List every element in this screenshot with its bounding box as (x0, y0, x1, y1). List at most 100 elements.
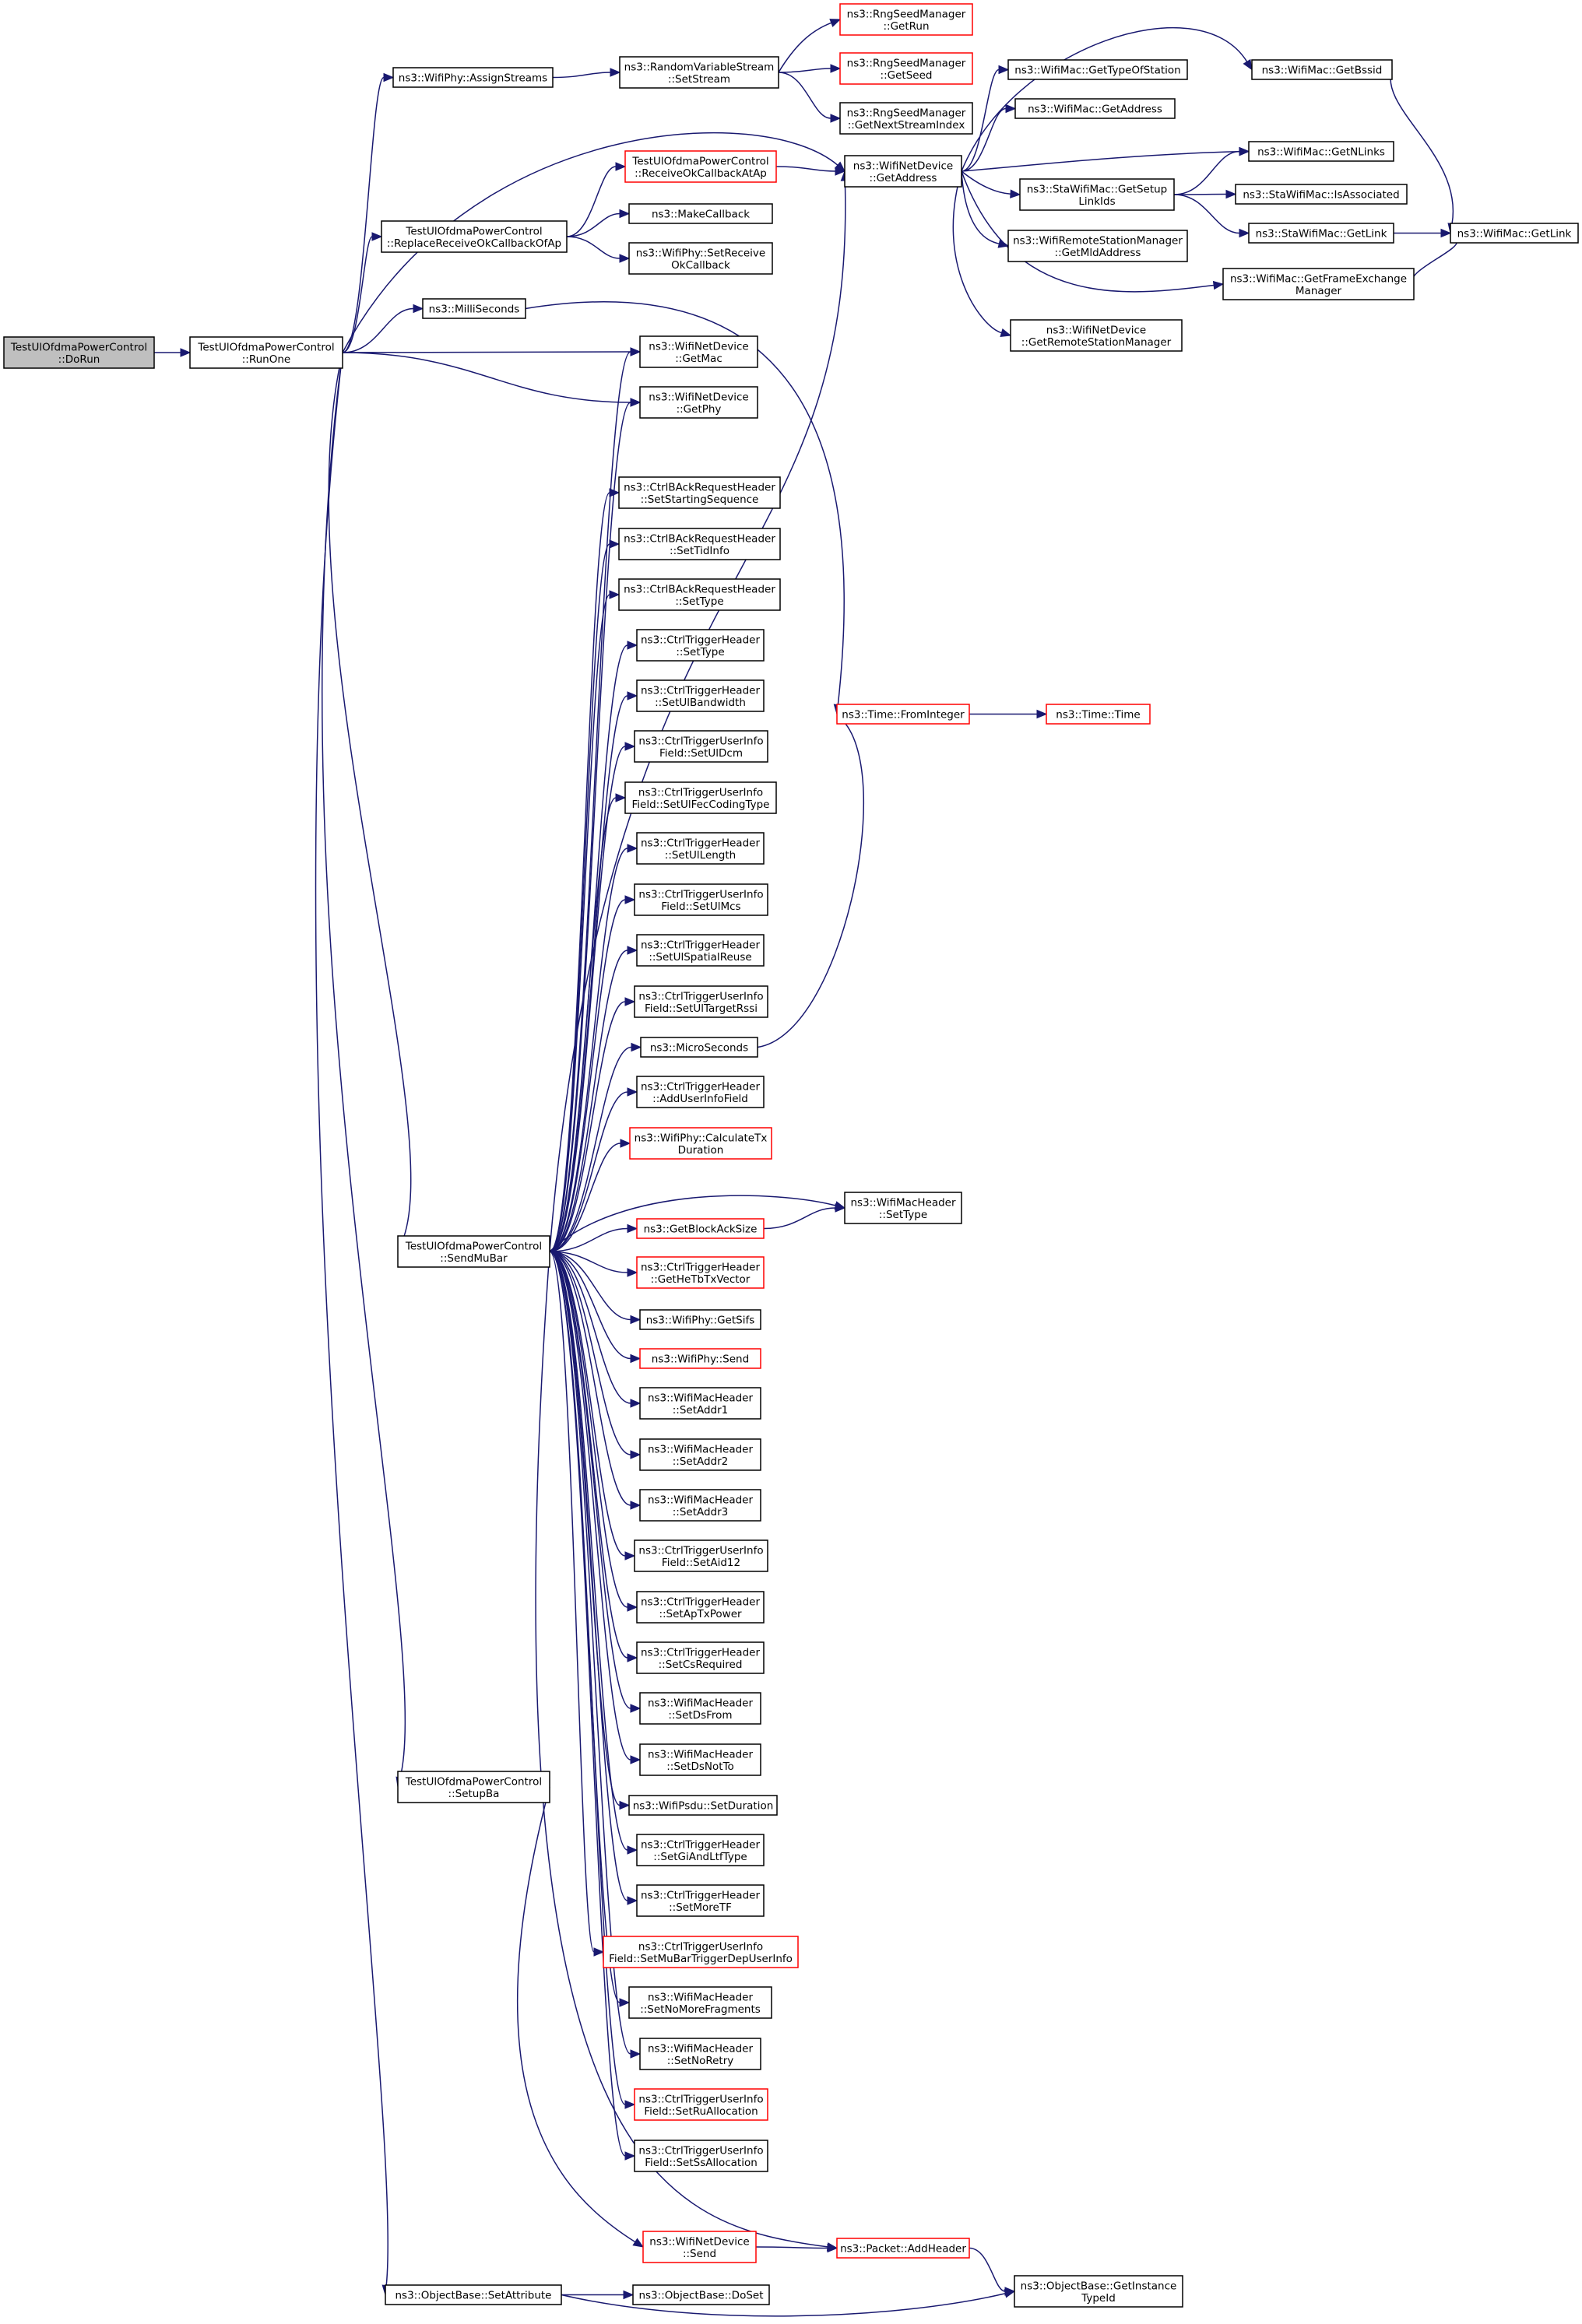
edge-line (1173, 194, 1240, 234)
edge-line (342, 307, 414, 353)
node-getMac[interactable]: ns3::WifiNetDevice::GetMac (639, 335, 758, 368)
edge-line (549, 402, 631, 1252)
edge-sendMuBar-to-uiUlFec (549, 793, 627, 1252)
node-replaceRecv[interactable]: TestUlOfdmaPowerControl::ReplaceReceiveO… (381, 220, 568, 253)
node-label: ::SetAddr2 (673, 1455, 729, 1468)
node-getBssid[interactable]: ns3::WifiMac::GetBssid (1251, 59, 1393, 80)
node-box (3, 336, 155, 369)
node-getNLinks[interactable]: ns3::WifiMac::GetNLinks (1248, 141, 1394, 162)
node-dsNotTo[interactable]: ns3::WifiMacHeader::SetDsNotTo (639, 1743, 761, 1776)
node-doSet[interactable]: ns3::ObjectBase::DoSet (632, 2284, 770, 2305)
node-sendMuBar[interactable]: TestUlOfdmaPowerControl::SendMuBar (397, 1235, 550, 1268)
arrowhead-icon (1440, 228, 1452, 238)
node-microSeconds[interactable]: ns3::MicroSeconds (640, 1037, 758, 1058)
node-trgGiLtf[interactable]: ns3::CtrlTriggerHeader::SetGiAndLtfType (636, 1834, 765, 1866)
node-noRetry[interactable]: ns3::WifiMacHeader::SetNoRetry (639, 2038, 761, 2070)
node-addHeader[interactable]: ns3::Packet::AddHeader (836, 2238, 970, 2259)
node-rngGetSeed[interactable]: ns3::RngSeedManager::GetSeed (839, 52, 973, 85)
edge-line (549, 1001, 626, 1252)
node-getBaSize[interactable]: ns3::GetBlockAckSize (636, 1218, 765, 1239)
node-timeTime[interactable]: ns3::Time::Time (1046, 704, 1151, 725)
node-setAttribute[interactable]: ns3::ObjectBase::SetAttribute (385, 2284, 562, 2305)
node-phySend[interactable]: ns3::WifiPhy::Send (639, 1348, 761, 1369)
node-setAddr2[interactable]: ns3::WifiMacHeader::SetAddr2 (639, 1438, 761, 1471)
node-macGetLink[interactable]: ns3::WifiMac::GetLink (1450, 223, 1579, 244)
node-getSifs[interactable]: ns3::WifiPhy::GetSifs (639, 1309, 761, 1330)
node-fromInteger[interactable]: ns3::Time::FromInteger (836, 704, 970, 725)
node-box (632, 2284, 770, 2305)
node-barStartSeq[interactable]: ns3::CtrlBAckRequestHeader::SetStartingS… (618, 476, 781, 509)
node-getRsm[interactable]: ns3::WifiNetDevice::GetRemoteStationMana… (1010, 319, 1183, 352)
node-box (628, 203, 773, 224)
node-remoteMld[interactable]: ns3::WifiRemoteStationManager::GetMldAdd… (1007, 230, 1188, 262)
node-rngNextStream[interactable]: ns3::RngSeedManager::GetNextStreamIndex (839, 102, 973, 135)
node-recvOkAtAp[interactable]: TestUlOfdmaPowerControl::ReceiveOkCallba… (624, 150, 777, 183)
node-label: Duration (678, 1144, 724, 1157)
edge-line (549, 1251, 626, 2157)
node-box (839, 52, 973, 85)
node-staGetLink[interactable]: ns3::StaWifiMac::GetLink (1248, 223, 1394, 244)
edge-runOne-to-replaceRecv (342, 232, 383, 353)
edge-getAddress-to-remoteMld (961, 170, 1010, 248)
node-uiSsAlloc[interactable]: ns3::CtrlTriggerUserInfoField::SetSsAllo… (634, 2140, 768, 2172)
node-doRun[interactable]: TestUlOfdmaPowerControl::DoRun (3, 336, 155, 369)
node-uiUlRssi[interactable]: ns3::CtrlTriggerUserInfoField::SetUlTarg… (634, 985, 768, 1018)
node-dsFrom[interactable]: ns3::WifiMacHeader::SetDsFrom (639, 1692, 761, 1725)
edge-line (321, 352, 406, 1778)
node-devSend[interactable]: ns3::WifiNetDevice::Send (642, 2231, 757, 2263)
arrowhead-icon (1212, 280, 1225, 290)
node-setupBa[interactable]: TestUlOfdmaPowerControl::SetupBa (397, 1771, 550, 1803)
node-uiRuAlloc[interactable]: ns3::CtrlTriggerUserInfoField::SetRuAllo… (634, 2088, 768, 2121)
node-label: ::SetStream (668, 73, 730, 86)
node-rngGetRun[interactable]: ns3::RngSeedManager::GetRun (839, 3, 973, 36)
node-label: ::DoRun (58, 353, 100, 366)
edge-sendMuBar-to-calcTxDur (549, 1139, 631, 1252)
node-trgAddUi[interactable]: ns3::CtrlTriggerHeader::AddUserInfoField (636, 1076, 765, 1108)
node-psduDur[interactable]: ns3::WifiPsdu::SetDuration (628, 1795, 778, 1816)
node-setAddr3[interactable]: ns3::WifiMacHeader::SetAddr3 (639, 1489, 761, 1522)
node-makeCallback[interactable]: ns3::MakeCallback (628, 203, 773, 224)
node-setAddr1[interactable]: ns3::WifiMacHeader::SetAddr1 (639, 1387, 761, 1420)
arrowhead-icon (620, 1139, 631, 1148)
node-barTidInfo[interactable]: ns3::CtrlBAckRequestHeader::SetTidInfo (618, 528, 781, 560)
node-trgUlLen[interactable]: ns3::CtrlTriggerHeader::SetUlLength (636, 832, 765, 865)
node-trgSetType[interactable]: ns3::CtrlTriggerHeader::SetType (636, 629, 765, 662)
node-barSetType[interactable]: ns3::CtrlBAckRequestHeader::SetType (618, 578, 781, 611)
edge-line (342, 351, 631, 353)
edge-getAddress-to-staSetupLinks (961, 170, 1021, 198)
node-label: LinkIds (1078, 195, 1115, 208)
node-label: ns3::CtrlTriggerHeader (641, 1646, 760, 1659)
node-macGetAddr[interactable]: ns3::WifiMac::GetAddress (1014, 98, 1176, 119)
node-rvsSetStream[interactable]: ns3::RandomVariableStream::SetStream (619, 56, 779, 89)
node-runOne[interactable]: TestUlOfdmaPowerControl::RunOne (189, 336, 343, 369)
node-getPhy[interactable]: ns3::WifiNetDevice::GetPhy (639, 386, 758, 419)
node-getTypeOfSta[interactable]: ns3::WifiMac::GetTypeOfStation (1007, 59, 1188, 80)
node-label: ns3::WifiPhy::SetReceive (636, 247, 765, 259)
node-getHeTb[interactable]: ns3::CtrlTriggerHeader::GetHeTbTxVector (636, 1256, 765, 1289)
node-trgUlBw[interactable]: ns3::CtrlTriggerHeader::SetUlBandwidth (636, 679, 765, 712)
node-uiUlFec[interactable]: ns3::CtrlTriggerUserInfoField::SetUlFecC… (624, 781, 777, 814)
node-label: TestUlOfdmaPowerControl (405, 225, 542, 237)
node-uiMuBar[interactable]: ns3::CtrlTriggerUserInfoField::SetMuBarT… (603, 1936, 799, 1968)
node-getAddress[interactable]: ns3::WifiNetDevice::GetAddress (844, 155, 962, 188)
node-isAssoc[interactable]: ns3::StaWifiMac::IsAssociated (1235, 184, 1408, 205)
node-trgApTx[interactable]: ns3::CtrlTriggerHeader::SetApTxPower (636, 1591, 765, 1624)
node-box (839, 102, 973, 135)
node-label: Field::SetMuBarTriggerDepUserInfo (609, 1953, 793, 1965)
node-trgCs[interactable]: ns3::CtrlTriggerHeader::SetCsRequired (636, 1641, 765, 1674)
node-milliSeconds[interactable]: ns3::MilliSeconds (422, 298, 526, 319)
node-trgUlSr[interactable]: ns3::CtrlTriggerHeader::SetUlSpatialReus… (636, 934, 765, 967)
node-macHdrSetType[interactable]: ns3::WifiMacHeader::SetType (844, 1192, 962, 1224)
node-label: ns3::CtrlTriggerUserInfo (638, 1940, 763, 1953)
node-trgMoreTf[interactable]: ns3::CtrlTriggerHeader::SetMoreTF (636, 1884, 765, 1917)
node-assignStreams[interactable]: ns3::WifiPhy::AssignStreams (392, 67, 554, 88)
node-noMoreFrag[interactable]: ns3::WifiMacHeader::SetNoMoreFragments (628, 1986, 772, 2019)
